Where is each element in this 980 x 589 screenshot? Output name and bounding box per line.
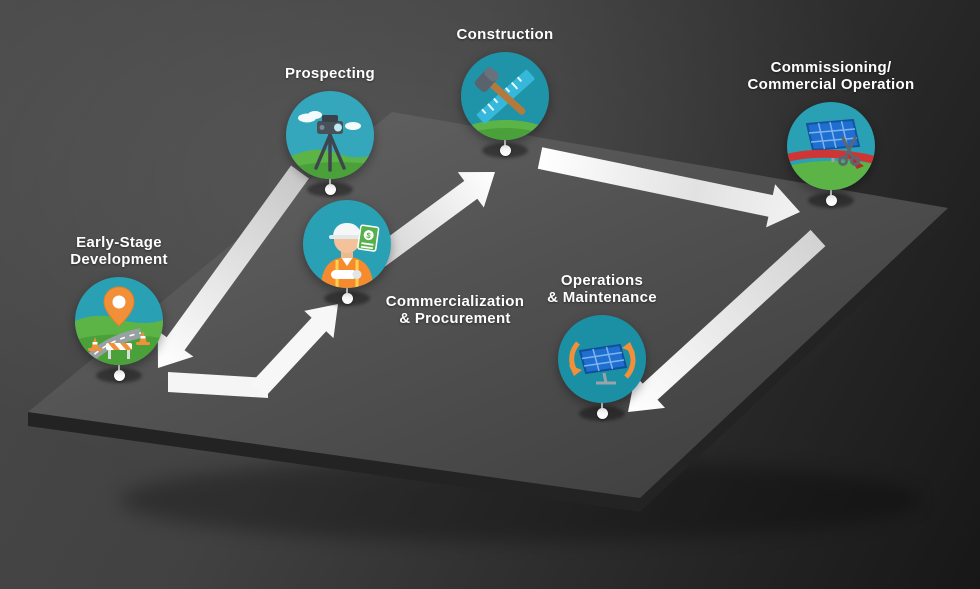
hammer-ruler-icon	[461, 52, 549, 140]
pin-stem	[118, 363, 120, 375]
pin-stem	[830, 188, 832, 200]
commissioning-circle	[787, 102, 875, 190]
stage-label: Commissioning/ Commercial Operation	[747, 59, 915, 94]
site-pin-roadwork-icon	[75, 277, 163, 365]
road-barrier	[106, 343, 132, 359]
pin-dot	[113, 370, 125, 381]
stage-label: Early-Stage Development	[70, 234, 168, 269]
early-stage-circle	[75, 277, 163, 365]
construction-circle	[461, 52, 549, 140]
stage-label: Commercialization & Procurement	[385, 293, 525, 327]
arrow-early-stage-to-commercialization-head	[250, 304, 338, 397]
pin-stem	[601, 401, 603, 413]
pin-stem	[329, 177, 331, 189]
svg-text:$: $	[366, 231, 372, 241]
solar-cycle-icon	[558, 315, 646, 403]
arrow-prospecting-to-early-stage	[157, 165, 309, 368]
prospecting-circle	[286, 91, 374, 179]
contract-document: $	[357, 224, 380, 252]
commercialization-circle: $	[303, 200, 391, 288]
traffic-cones	[88, 331, 150, 351]
pin-stem	[504, 138, 506, 150]
pin-dot	[324, 184, 336, 195]
scissors	[838, 136, 860, 166]
survey-tripod-icon	[286, 91, 374, 179]
pin-dot	[341, 293, 353, 304]
stage-label: Prospecting	[285, 65, 375, 83]
platform-shadow	[120, 458, 920, 542]
operations-circle	[558, 315, 646, 403]
arrow-commissioning-to-operations	[628, 229, 826, 412]
stage-label: Operations & Maintenance	[547, 272, 657, 307]
pin-dot	[596, 408, 608, 419]
pin-stem	[346, 286, 348, 298]
arrow-construction-to-commissioning	[537, 147, 800, 228]
pin-dot	[825, 195, 837, 206]
ribbon-cutting-icon	[787, 102, 875, 190]
stage-label: Construction	[456, 26, 554, 44]
arrow-early-stage-to-commercialization-shaft	[168, 372, 268, 398]
worker-contract-icon: $	[303, 200, 391, 288]
pin-dot	[499, 145, 511, 156]
platform-top	[28, 112, 948, 498]
platform-side	[28, 208, 948, 512]
